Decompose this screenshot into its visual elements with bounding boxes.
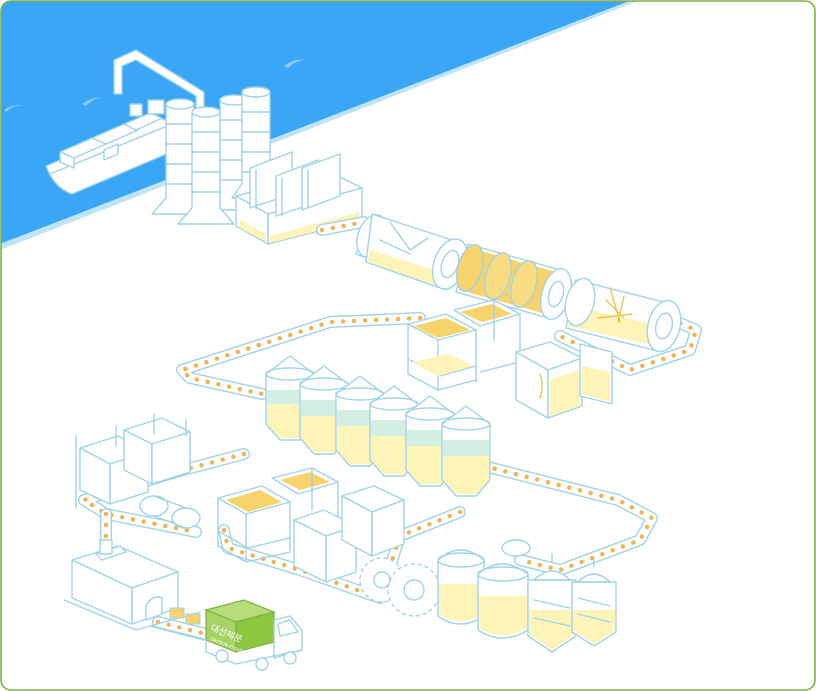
- ship-icon: [45, 99, 177, 195]
- receiving-silos: [151, 86, 281, 225]
- washing-drum: [355, 213, 469, 291]
- tank-icon: [477, 539, 531, 639]
- truck-icon[interactable]: 대선제분 DAESUN FLOUR: [204, 599, 303, 671]
- cleaning-tank: [235, 151, 363, 245]
- product-tanks: [437, 539, 617, 653]
- crane-icon: [113, 49, 205, 113]
- silo-icon: [177, 106, 235, 225]
- bulk-bag-stations: [75, 413, 201, 529]
- tank-icon: [437, 549, 485, 625]
- storage-silos: [265, 355, 491, 497]
- shoreline: [1, 1, 640, 250]
- mill-gears: [359, 557, 441, 617]
- flour-bins: [515, 341, 613, 419]
- flour-sacks: [149, 607, 205, 641]
- sifter-table-top: [407, 299, 521, 391]
- blending-bins: [293, 485, 405, 583]
- tank-icon: [527, 553, 577, 653]
- conditioning-drum: [564, 277, 682, 353]
- sifter-table-lower: [217, 467, 339, 563]
- silo-icon: [441, 405, 491, 497]
- roller-drum: [455, 243, 572, 320]
- tank-icon: [571, 557, 617, 647]
